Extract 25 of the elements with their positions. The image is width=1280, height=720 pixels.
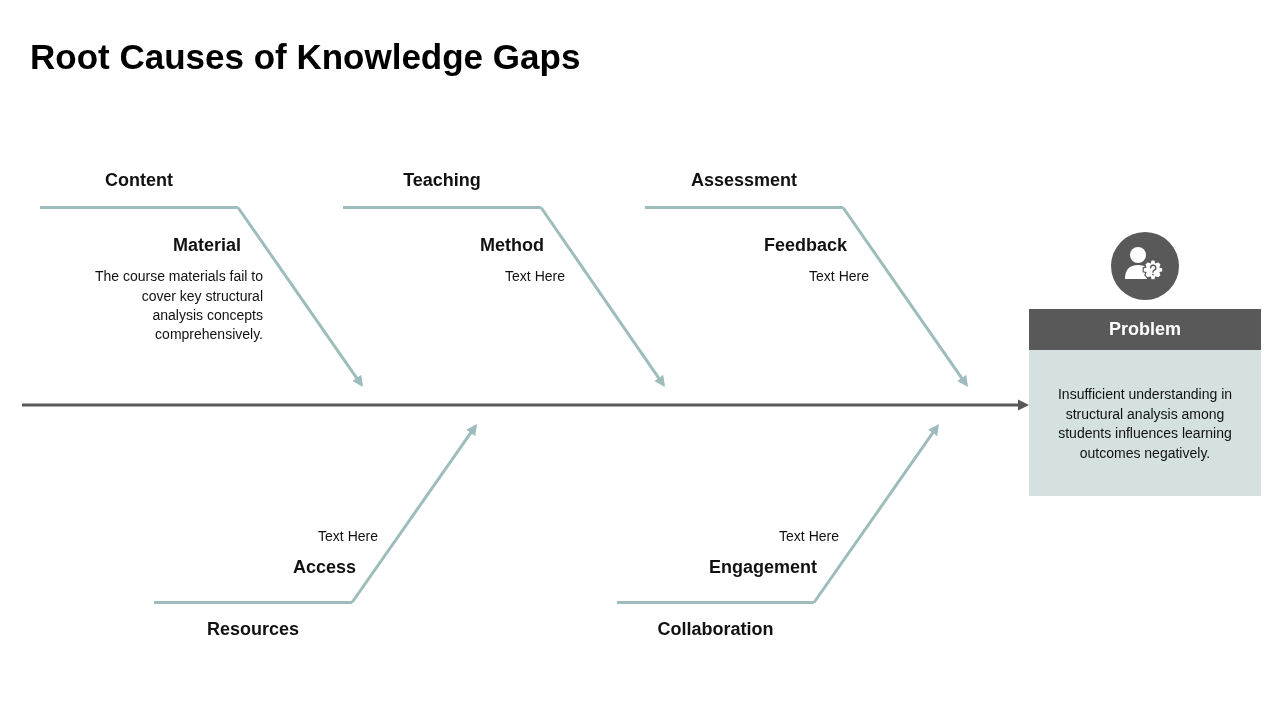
arrow xyxy=(812,424,939,604)
sub-cause-heading: Material xyxy=(172,234,241,256)
cause-category-label: Content xyxy=(40,166,238,209)
sub-cause-heading: Access xyxy=(292,556,356,578)
sub-cause-heading: Feedback xyxy=(763,234,847,256)
cause-category-label: Teaching xyxy=(343,166,541,209)
sub-cause-text: Text Here xyxy=(505,267,565,287)
problem-description: Insufficient understanding in structural analysis among students influences learning outcomes negatively. xyxy=(1056,385,1234,463)
title: Root Causes of Knowledge Gaps xyxy=(30,36,581,78)
cause-category-label: Resources xyxy=(154,601,352,643)
sub-cause-text: Text Here xyxy=(779,527,839,547)
problem-heading-bar: Problem xyxy=(1029,309,1261,350)
arrow xyxy=(539,206,665,387)
cause-category-label: Collaboration xyxy=(617,601,814,643)
sub-cause-text: Text Here xyxy=(318,527,378,547)
sub-cause-heading: Method xyxy=(480,234,544,256)
cause-category-label: Assessment xyxy=(645,166,843,209)
sub-cause-text: Text Here xyxy=(809,267,869,287)
sub-cause-text: The course materials fail to cover key structural analysis concepts comprehensively. xyxy=(93,267,263,345)
arrow xyxy=(841,206,968,387)
problem-box xyxy=(1029,309,1261,496)
sub-cause-heading: Engagement xyxy=(708,556,817,578)
arrow xyxy=(350,424,477,604)
arrow xyxy=(22,399,1029,411)
arrow xyxy=(236,206,363,387)
